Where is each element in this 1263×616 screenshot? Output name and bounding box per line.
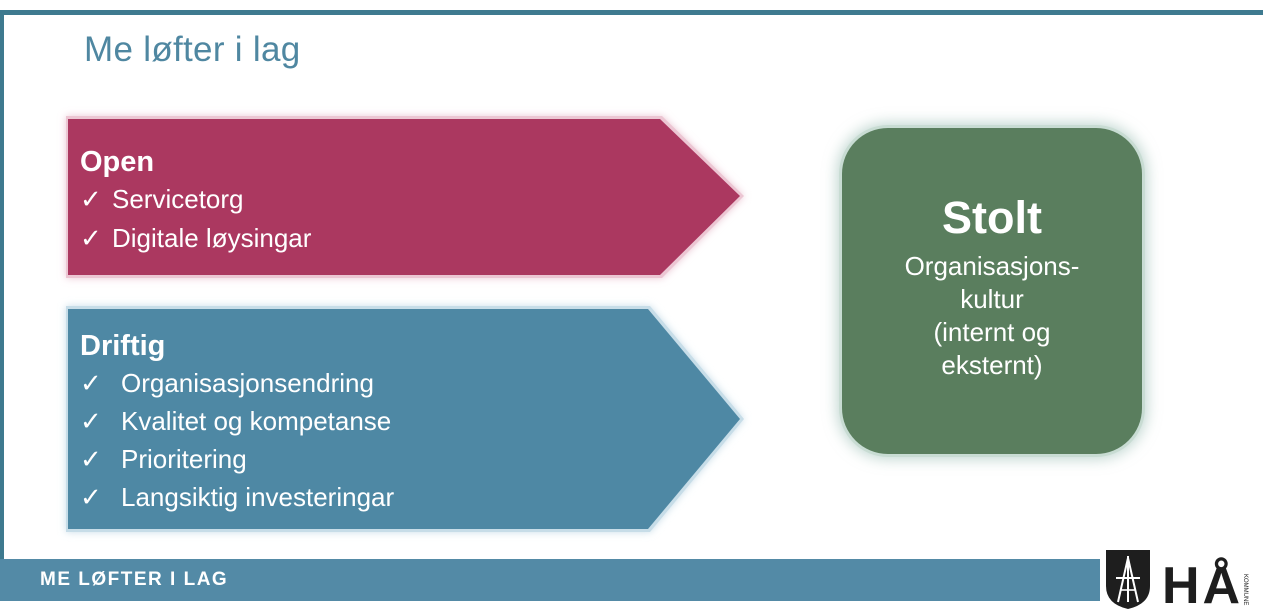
- checkmark-icon: ✓: [80, 444, 102, 474]
- arrow-driftig-shape: [66, 306, 744, 532]
- arrow-driftig-heading: Driftig: [80, 330, 166, 362]
- footer-bar: ME LØFTER I LAG: [0, 559, 1100, 601]
- checkmark-icon: ✓: [80, 482, 102, 512]
- stolt-result-box: Stolt Organisasjons- kultur (internt og …: [842, 128, 1142, 454]
- logo-wordmark: HÅ: [1162, 557, 1244, 615]
- list-item-label: Langsiktig investeringar: [121, 482, 395, 512]
- checkmark-icon: ✓: [80, 184, 102, 214]
- list-item: ✓ Organisasjonsendring: [80, 364, 394, 402]
- slide-top-border: [0, 10, 1263, 15]
- stolt-line: Organisasjons-: [904, 251, 1080, 281]
- arrow-open: Open ✓ Servicetorg ✓ Digitale løysingar: [66, 116, 746, 280]
- arrow-open-heading: Open: [80, 146, 155, 178]
- list-item-label: Digitale løysingar: [112, 223, 312, 253]
- checkmark-icon: ✓: [80, 406, 102, 436]
- ha-kommune-logo: HÅ KOMMUNE: [1104, 548, 1254, 612]
- footer-text: ME LØFTER I LAG: [40, 569, 229, 590]
- logo-subtext: KOMMUNE: [1242, 574, 1248, 606]
- list-item-label: Organisasjonsendring: [121, 368, 374, 398]
- checkmark-icon: ✓: [80, 223, 102, 253]
- list-item: ✓ Prioritering: [80, 440, 394, 478]
- list-item: ✓ Digitale løysingar: [80, 219, 311, 258]
- stolt-description: Organisasjons- kultur (internt og ekster…: [842, 250, 1142, 382]
- list-item: ✓ Servicetorg: [80, 180, 311, 219]
- list-item-label: Servicetorg: [112, 184, 244, 214]
- municipal-shield-icon: [1106, 550, 1150, 609]
- list-item: ✓ Langsiktig investeringar: [80, 478, 394, 516]
- arrow-driftig: Driftig ✓ Organisasjonsendring ✓ Kvalitet …: [66, 306, 746, 534]
- list-item: ✓ Kvalitet og kompetanse: [80, 402, 394, 440]
- list-item-label: Prioritering: [121, 444, 247, 474]
- list-item-label: Kvalitet og kompetanse: [121, 406, 392, 436]
- stolt-line: eksternt): [941, 350, 1043, 380]
- stolt-title: Stolt: [942, 192, 1042, 243]
- checkmark-icon: ✓: [80, 368, 102, 398]
- slide-title: Me løfter i lag: [84, 30, 301, 69]
- slide-left-border: [0, 10, 4, 570]
- stolt-line: kultur: [960, 284, 1024, 314]
- stolt-line: (internt og: [933, 317, 1051, 347]
- arrow-open-shape: [66, 116, 744, 278]
